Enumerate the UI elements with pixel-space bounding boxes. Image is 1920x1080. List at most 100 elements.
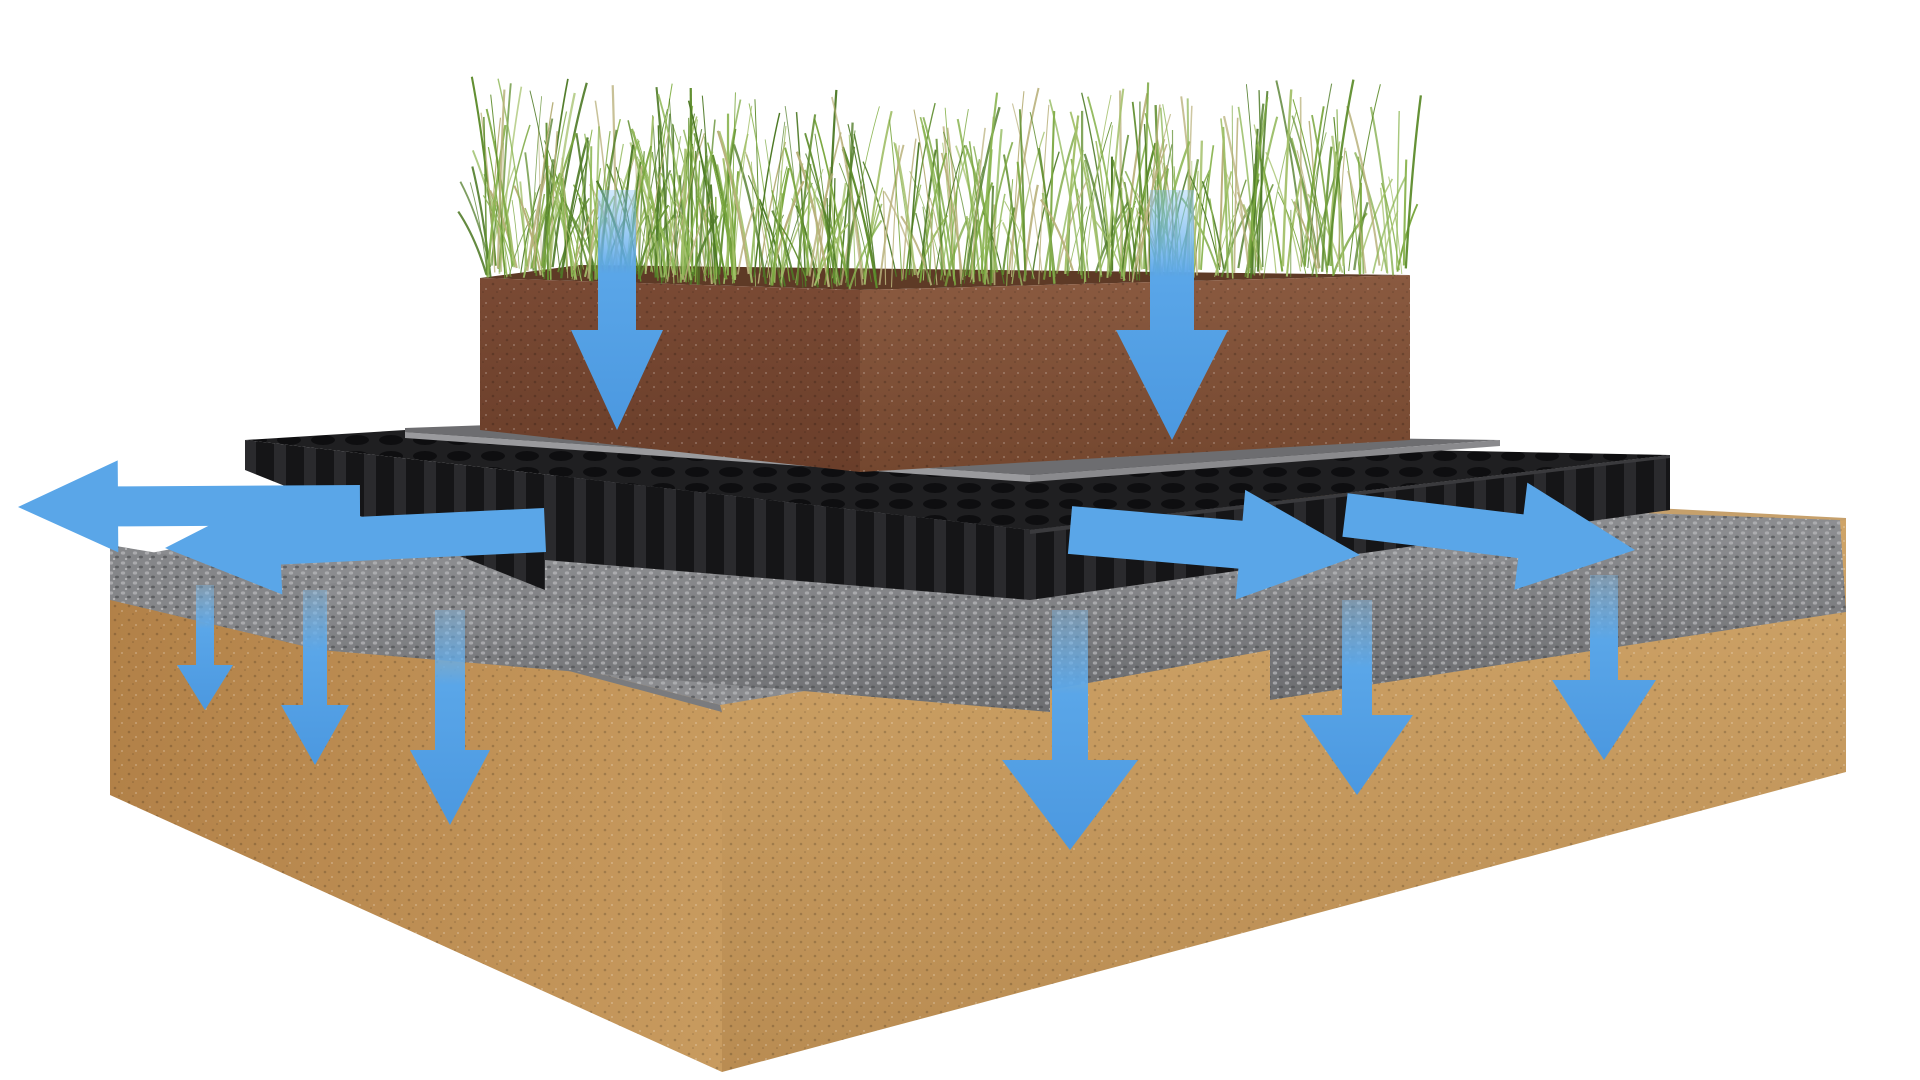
lateral-arrow bbox=[1342, 482, 1635, 590]
lateral-arrow bbox=[1067, 489, 1360, 600]
grass-blade bbox=[940, 152, 964, 280]
grass-blade bbox=[1040, 198, 1074, 271]
grass-blade bbox=[1122, 143, 1147, 282]
grass-blade bbox=[490, 94, 506, 279]
grass-blade bbox=[1258, 90, 1264, 268]
grass-blade bbox=[657, 93, 694, 273]
grass-blade bbox=[795, 112, 807, 287]
grass-blade bbox=[808, 173, 834, 277]
grass-blade bbox=[723, 133, 749, 284]
grass-blade bbox=[649, 150, 677, 273]
grass-blade bbox=[732, 144, 768, 285]
grass-blade bbox=[674, 200, 707, 281]
grass-blade bbox=[578, 197, 595, 272]
grass-blade bbox=[747, 175, 782, 287]
grass-blade bbox=[529, 90, 561, 274]
grass-blade bbox=[1337, 147, 1346, 267]
grass-blade bbox=[687, 100, 721, 285]
grass-blade bbox=[1121, 165, 1156, 274]
surface-arrow bbox=[1116, 190, 1228, 440]
grass-blade bbox=[1253, 124, 1277, 274]
grass-blade bbox=[1214, 214, 1235, 278]
grass-blade bbox=[1109, 134, 1130, 277]
grass-blade bbox=[775, 218, 808, 282]
grass-blade bbox=[563, 158, 588, 267]
grass-blade bbox=[1311, 114, 1335, 276]
grass-blade bbox=[496, 89, 506, 269]
grass-blade bbox=[915, 212, 930, 283]
grass-blade bbox=[1083, 94, 1112, 284]
subsoil-arrow bbox=[1002, 610, 1138, 850]
grass-blade bbox=[1231, 105, 1234, 278]
grass-blade bbox=[665, 136, 682, 284]
grass-blade bbox=[524, 207, 544, 277]
grass-blade bbox=[919, 152, 948, 283]
grass-blade bbox=[1395, 110, 1400, 270]
grass-blade bbox=[919, 116, 952, 277]
grass-blade bbox=[532, 102, 554, 269]
grass-blade bbox=[922, 206, 932, 286]
grass-blade bbox=[1307, 83, 1333, 269]
grass-blade bbox=[561, 157, 569, 279]
grass-blade bbox=[480, 112, 496, 273]
grass-blade bbox=[1200, 145, 1215, 270]
grass-blade bbox=[962, 158, 981, 278]
grass-blade bbox=[1048, 111, 1056, 278]
grass-blade bbox=[1345, 150, 1360, 276]
grass-blade bbox=[1291, 115, 1328, 273]
grass-blade bbox=[1402, 159, 1408, 266]
grass-blade bbox=[508, 209, 537, 277]
grass-blade bbox=[1296, 150, 1320, 273]
grass-blade bbox=[1095, 140, 1112, 275]
grass-blade bbox=[1099, 125, 1113, 283]
grass-blade bbox=[968, 141, 985, 283]
grass-blade bbox=[1131, 143, 1168, 283]
grass-blade bbox=[469, 182, 488, 272]
lateral-arrow bbox=[18, 460, 361, 553]
grass-blade bbox=[1041, 192, 1056, 284]
grass-blade bbox=[1106, 88, 1125, 278]
grass-blade bbox=[559, 176, 569, 270]
grass-blade bbox=[980, 92, 999, 274]
grass-blade bbox=[970, 127, 986, 280]
subsoil-arrow bbox=[410, 610, 490, 825]
grass-blade bbox=[513, 185, 542, 276]
grass-blade bbox=[1076, 188, 1090, 279]
grass-blade bbox=[1131, 101, 1148, 275]
grass-blade bbox=[629, 142, 663, 278]
grass-blade bbox=[1281, 89, 1293, 267]
grass-blade bbox=[638, 108, 668, 275]
grass-blade bbox=[1299, 97, 1303, 267]
soil-layer bbox=[480, 265, 1410, 472]
grass-blade bbox=[771, 190, 791, 282]
grass-blade bbox=[551, 82, 588, 268]
grass-blade bbox=[1057, 178, 1089, 272]
grass-blade bbox=[795, 151, 831, 288]
subsoil-arrow bbox=[281, 590, 349, 765]
grass-blade bbox=[838, 162, 872, 283]
drainage-left-face bbox=[245, 440, 1030, 600]
grass-blade bbox=[900, 215, 933, 286]
grass-blade bbox=[933, 145, 966, 285]
grass-blade bbox=[523, 192, 537, 277]
subsoil-arrow bbox=[1301, 600, 1413, 795]
grass-blade bbox=[497, 78, 529, 267]
grass-blade bbox=[769, 121, 786, 287]
grass-blade bbox=[652, 115, 661, 278]
grass-blade bbox=[839, 146, 856, 280]
grass-blade bbox=[644, 116, 655, 275]
grass-blade bbox=[993, 193, 1006, 273]
grass-blade bbox=[1379, 187, 1389, 274]
grass-blade bbox=[1245, 84, 1260, 269]
grass-blade bbox=[1086, 96, 1124, 277]
grass-blade bbox=[1010, 91, 1025, 277]
grass-blade bbox=[878, 144, 905, 286]
grass-blade bbox=[672, 124, 677, 271]
grass-blade bbox=[882, 190, 887, 285]
grass-blade bbox=[1018, 109, 1027, 281]
grass-blade bbox=[1237, 106, 1257, 268]
grass-blade bbox=[1038, 104, 1050, 285]
grass-blade bbox=[542, 197, 565, 273]
surface-arrow bbox=[571, 190, 663, 430]
grass-blade bbox=[774, 125, 787, 283]
